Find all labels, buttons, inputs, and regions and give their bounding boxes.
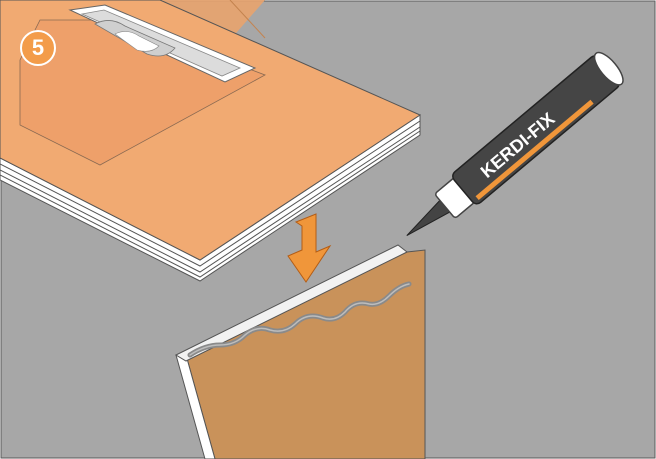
arrow-down-icon: [287, 213, 332, 283]
tube-cap: [593, 51, 624, 86]
panel-top-edge: [174, 244, 408, 362]
board-stack: [0, 0, 422, 282]
wall-panel: [174, 244, 426, 459]
step-number-badge: 5: [20, 30, 56, 66]
tube-stripe: [475, 99, 594, 201]
adhesive-tube-icon: KERDI-FIX: [406, 51, 624, 237]
